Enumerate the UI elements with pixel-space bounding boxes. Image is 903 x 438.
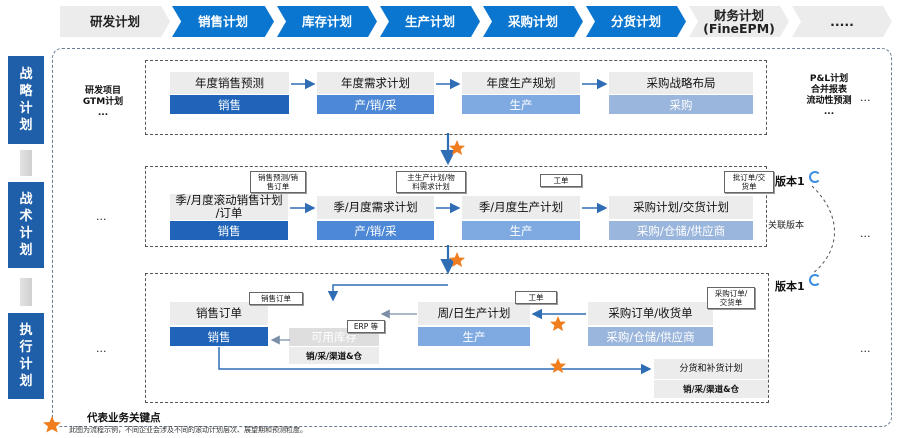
chevron-more: ..... <box>792 6 892 37</box>
tactical-box-purchase-title: 采购计划/交货计划 <box>609 196 753 219</box>
strategy-box-purchase-title: 采购战略布局 <box>609 72 753 94</box>
chevron-distribution-plan: 分货计划 <box>586 6 686 37</box>
star-icon <box>449 140 465 155</box>
tactical-note-purchase: 批订单/交 货单 <box>724 171 774 193</box>
tactical-box-production-bar: 生产 <box>462 221 580 240</box>
exec-version-label: 版本1 <box>775 280 805 293</box>
execution-frame <box>145 273 769 403</box>
exec-distribution-bar: 销/采/渠道&仓 <box>654 380 768 398</box>
tactical-note-production: 主生产计划/物 料需求计划 <box>396 171 466 193</box>
exec-production-title: 周/日生产计划 <box>418 302 530 325</box>
tactical-box-sales-bar: 销售 <box>170 221 288 240</box>
row-connector-1 <box>20 150 32 176</box>
row-label-tactical: 战 术 计 划 <box>8 182 44 268</box>
strategy-box-production-bar: 生产 <box>462 95 580 114</box>
strategy-box-sales-title: 年度销售预测 <box>170 72 289 94</box>
strategy-frame <box>145 60 767 135</box>
chevron-inventory-plan: 库存计划 <box>277 6 377 37</box>
exec-purchase-title: 采购订单/收货单 <box>588 302 713 325</box>
tactical-ellipsis-right: ... <box>860 227 871 240</box>
exec-inventory-bar: 销/采/渠道&仓 <box>289 347 379 364</box>
row-label-execution: 执 行 计 划 <box>8 313 44 399</box>
tactical-box-sales-title: 季/月度滚动销售计划 /订单 <box>170 194 288 220</box>
row-label-strategy: 战 略 计 划 <box>8 56 44 144</box>
tactical-box-production-title: 季/月度生产计划 <box>462 196 580 219</box>
strategy-right-note: P&L计划 合并报表 流动性预测 ... <box>806 74 852 117</box>
exec-sales-title: 销售订单 <box>170 302 268 325</box>
chevron-sales-plan: 销售计划 <box>172 6 274 37</box>
star-icon <box>550 358 566 373</box>
arrow-sales-to-distribution <box>218 347 652 375</box>
legend-footnote: 此图为流程示例，不同企业会涉及不同的滚动计划层次、展望期和预测粒度。 <box>69 426 307 434</box>
tactical-box-demand-title: 季/月度需求计划 <box>317 196 434 219</box>
tactical-note-workorder: 工单 <box>540 174 582 187</box>
refresh-icon <box>809 274 821 286</box>
exec-note-purchase: 采购订单/ 交货单 <box>707 287 755 309</box>
chevron-finance-plan: 财务计划 (FineEPM) <box>689 6 789 37</box>
exec-note-workorder: 工单 <box>515 291 557 304</box>
tactical-version-label: 版本1 <box>775 175 805 188</box>
strategy-left-note: 研发项目 GTM计划 ... <box>82 86 124 118</box>
exec-note-erp: ERP 等 <box>347 320 385 333</box>
exec-distribution-title: 分货和补货计划 <box>654 359 768 379</box>
exec-note-sales: 销售订单 <box>249 292 303 305</box>
tactical-link-label: 关联版本 <box>768 221 805 231</box>
strategy-box-demand-bar: 产/销/采 <box>317 95 434 114</box>
tactical-ellipsis-left: ... <box>96 210 107 223</box>
tactical-frame <box>145 166 767 247</box>
tactical-box-demand-bar: 产/销/采 <box>317 221 434 240</box>
exec-ellipsis-left: ... <box>96 342 107 355</box>
version-link-arc <box>811 185 835 275</box>
row-connector-2 <box>20 278 32 306</box>
strategy-box-sales-bar: 销售 <box>170 95 289 114</box>
star-icon <box>550 316 566 331</box>
strategy-ellipsis-right: ... <box>860 91 871 104</box>
exec-sales-bar: 销售 <box>170 327 268 346</box>
strategy-box-demand-title: 年度需求计划 <box>317 72 434 94</box>
strategy-box-production-title: 年度生产规划 <box>462 72 580 94</box>
star-icon <box>43 416 61 433</box>
refresh-icon <box>809 171 821 183</box>
chevron-purchase-plan: 采购计划 <box>483 6 583 37</box>
tactical-note-sales: 销售预测/销 售订单 <box>250 171 306 193</box>
chevron-rd-plan: 研发计划 <box>60 6 170 37</box>
strategy-box-purchase-bar: 采购 <box>609 95 753 114</box>
arrow-exec-to-sales <box>327 284 448 302</box>
exec-ellipsis-right: ... <box>860 342 871 355</box>
main-container <box>52 48 892 427</box>
exec-purchase-bar: 采购/仓储/供应商 <box>588 327 713 346</box>
exec-production-bar: 生产 <box>418 327 530 346</box>
tactical-box-purchase-bar: 采购/仓储/供应商 <box>609 221 753 240</box>
legend-title: 代表业务关键点 <box>87 412 161 424</box>
chevron-production-plan: 生产计划 <box>380 6 480 37</box>
star-icon <box>449 252 465 267</box>
